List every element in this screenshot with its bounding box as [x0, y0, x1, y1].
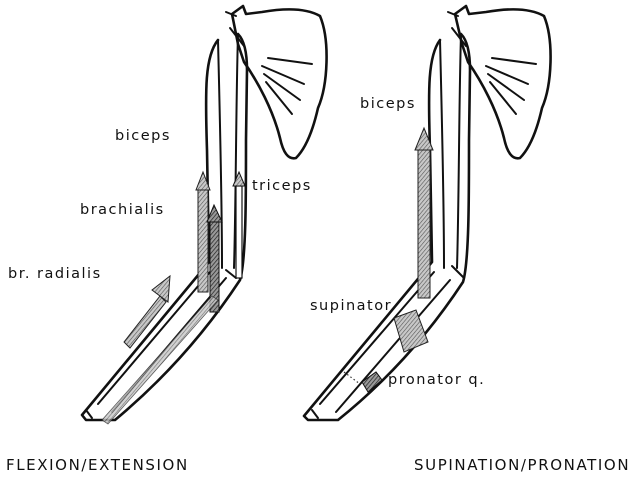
label-biceps-left: biceps — [115, 128, 171, 144]
label-supinator: supinator — [310, 298, 392, 314]
pronator-q-patch — [362, 372, 382, 392]
arm-outline-right — [304, 34, 470, 420]
caption-supination-pronation: SUPINATION/PRONATION — [414, 456, 630, 474]
flexion-extension-panel: biceps brachialis triceps br. radialis F… — [6, 6, 327, 474]
label-triceps: triceps — [252, 178, 312, 194]
biceps-arrow-right — [415, 128, 433, 298]
label-brachialis: brachialis — [80, 202, 165, 218]
label-br-radialis: br. radialis — [8, 266, 102, 282]
label-biceps-right: biceps — [360, 96, 416, 112]
supinator-patch — [394, 310, 428, 352]
supination-pronation-panel: biceps supinator pronator q. SUPINATION/… — [304, 6, 630, 474]
biceps-arrow-left — [196, 172, 210, 292]
humerus-inner-right — [440, 34, 461, 268]
caption-flexion-extension: FLEXION/EXTENSION — [6, 456, 189, 474]
humerus-inner-left — [218, 34, 238, 268]
flexor-band-left — [102, 296, 218, 424]
wrist-mark-left — [86, 410, 92, 418]
label-pronator-q: pronator q. — [388, 372, 485, 388]
elbow-mark-left — [226, 270, 236, 278]
wrist-mark-right — [312, 410, 318, 418]
